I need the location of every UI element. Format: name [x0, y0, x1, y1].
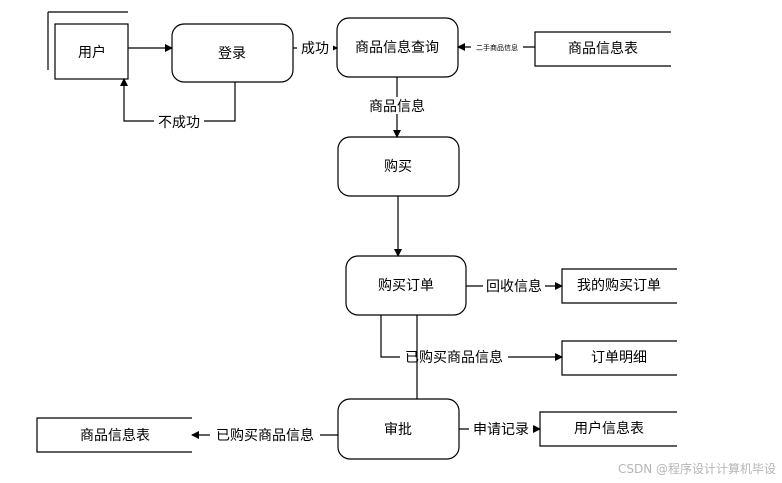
node-product-table-bottom-label: 商品信息表	[80, 427, 150, 444]
edge-apply-label: 申请记录	[473, 422, 529, 438]
edge-purchased-detail-label: 已购买商品信息	[405, 349, 503, 366]
node-product-table-bottom: 商品信息表	[36, 417, 192, 453]
node-query: 商品信息查询	[336, 17, 459, 78]
node-user-label: 用户	[78, 44, 106, 61]
node-login: 登录	[171, 23, 294, 83]
node-order-detail-label: 订单明细	[591, 350, 647, 366]
node-my-orders-label: 我的购买订单	[577, 278, 661, 294]
node-query-label: 商品信息查询	[355, 39, 439, 56]
node-login-label: 登录	[218, 46, 246, 62]
edge-product-info-label: 商品信息	[369, 98, 425, 115]
node-product-table-top: 商品信息表	[534, 31, 671, 67]
node-order-detail: 订单明细	[561, 340, 677, 376]
watermark: CSDN @程序设计计算机毕设	[618, 461, 776, 476]
node-user-table-label: 用户信息表	[574, 420, 644, 437]
edge-second-hand-label: 二手商品信息	[476, 43, 518, 52]
edge-purchased-left-label: 已购买商品信息	[216, 427, 314, 444]
node-user: 用户	[47, 11, 129, 80]
node-order: 购买订单	[345, 255, 467, 316]
edge-success-label: 成功	[301, 41, 329, 57]
node-product-table-top-label: 商品信息表	[568, 40, 638, 57]
node-order-label: 购买订单	[378, 278, 434, 294]
node-buy: 购买	[337, 136, 460, 197]
node-buy-label: 购买	[384, 159, 412, 175]
edge-recycle-label: 回收信息	[486, 278, 542, 295]
node-approve-label: 审批	[384, 422, 412, 438]
node-user-table: 用户信息表	[539, 411, 677, 447]
node-my-orders: 我的购买订单	[561, 268, 677, 304]
node-approve: 审批	[337, 398, 460, 460]
edge-fail-label: 不成功	[158, 115, 200, 131]
